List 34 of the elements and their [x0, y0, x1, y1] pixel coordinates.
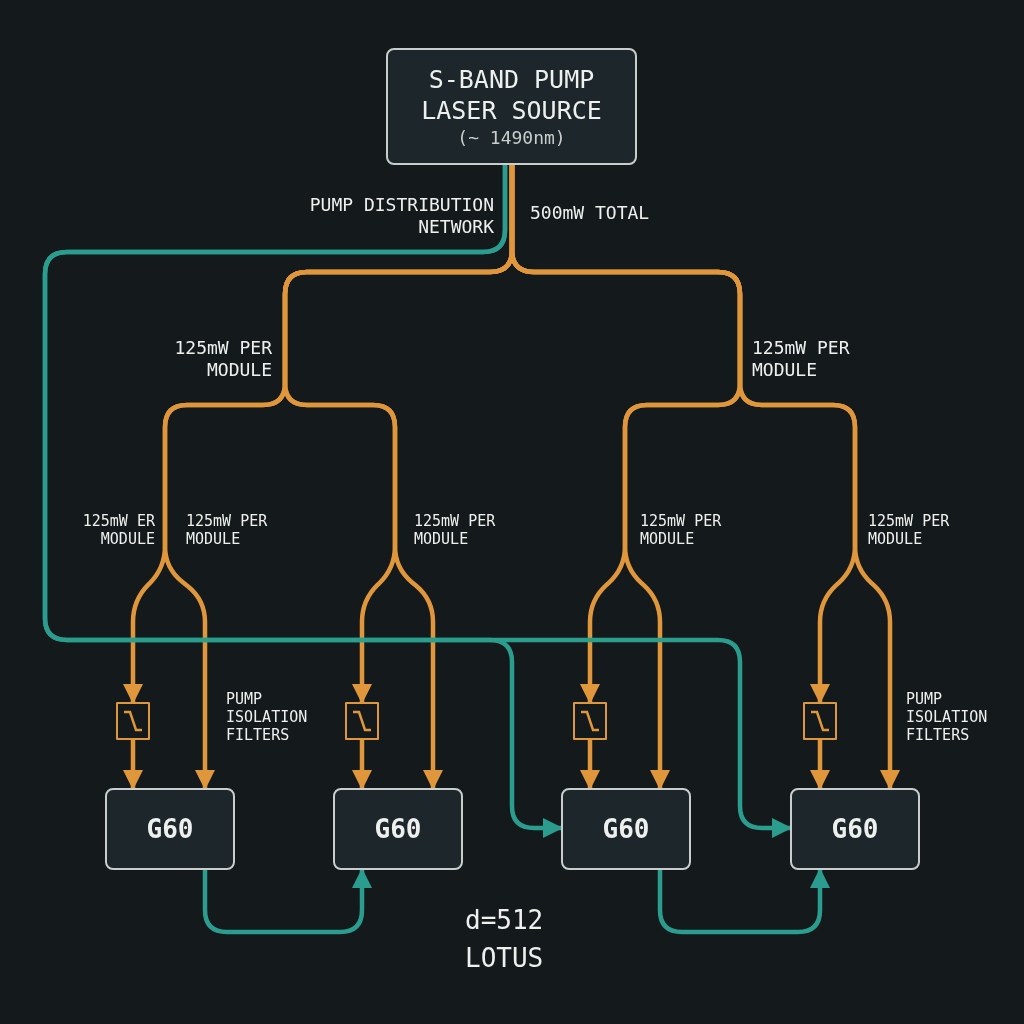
- module-box: [790, 788, 920, 870]
- annotation-text: PUMP ISOLATION FILTERS: [906, 690, 989, 744]
- annotation-text: 125mW PER MODULE: [173, 337, 272, 381]
- annotation-text: 125mW PER MODULE: [186, 512, 269, 548]
- arrow: [122, 740, 144, 791]
- annotation-text: PUMP DISTRIBUTION NETWORK: [308, 194, 494, 238]
- node-label: G60: [146, 814, 194, 844]
- box-subtitle: (~ 1490nm): [456, 126, 567, 149]
- annotation-text: 125mW PER MODULE: [640, 512, 723, 548]
- annotation-text: PUMP ISOLATION FILTERS: [226, 690, 309, 744]
- arrow: [579, 740, 601, 791]
- module-box: [333, 788, 463, 870]
- arrow: [509, 165, 901, 791]
- node-label: G60: [374, 814, 422, 844]
- node-label: G60: [602, 814, 650, 844]
- annotation-text: 125mW PER MODULE: [868, 512, 951, 548]
- arrow: [351, 740, 373, 791]
- annotation-text: 125mW PER MODULE: [414, 512, 497, 548]
- node-label: G60: [831, 814, 879, 844]
- box-title: S-BAND PUMP LASER SOURCE: [420, 64, 603, 127]
- annotation-text: d=512 LOTUS: [465, 904, 545, 975]
- filter-box: [116, 702, 150, 740]
- arrow: [809, 740, 831, 791]
- filter-box: [803, 702, 837, 740]
- module-box: [561, 788, 691, 870]
- annotation-text: 125mW PER MODULE: [752, 337, 851, 381]
- filter-box: [573, 702, 607, 740]
- annotation-text: 125mW ER MODULE: [81, 512, 155, 548]
- arrow: [657, 868, 831, 935]
- source-box: [386, 48, 637, 165]
- filter-box: [345, 702, 379, 740]
- module-box: [105, 788, 235, 870]
- annotation-text: 500mW TOTAL: [530, 202, 651, 224]
- arrow: [202, 868, 373, 935]
